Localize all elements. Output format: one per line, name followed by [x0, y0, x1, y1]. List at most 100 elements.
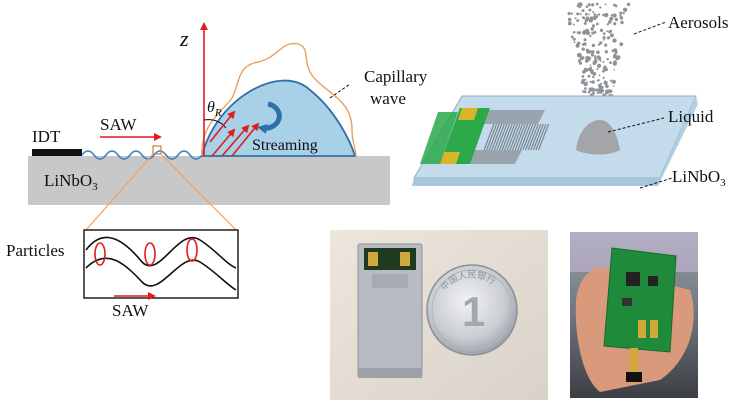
aerosol-droplet [591, 3, 595, 7]
aerosol-droplet [583, 38, 587, 42]
aerosol-droplet [606, 58, 609, 61]
aerosol-droplet [603, 65, 607, 69]
electrode-pad-gold [440, 152, 460, 164]
coin-rim [431, 269, 513, 351]
idt-finger [506, 123, 518, 151]
saw-schematic: z Capillary wave θR IDT SAW Streaming Li… [28, 22, 428, 205]
aerosol-droplet [588, 20, 592, 23]
aerosol-droplet [604, 50, 608, 54]
aerosol-droplet [622, 12, 625, 15]
aerosol-droplet [591, 80, 595, 84]
chip-front-edge [412, 178, 660, 186]
aerosol-droplet [567, 11, 571, 16]
aerosol-droplet [592, 73, 595, 76]
aerosol-droplet [593, 13, 597, 16]
coin-numeral: 1 [462, 288, 485, 335]
aerosol-droplet [613, 69, 615, 71]
aerosol-droplet [591, 29, 593, 31]
aerosol-droplet [619, 42, 624, 47]
photo-chip-and-coin: 1 中国人民银行 [330, 230, 548, 400]
chip-photo-edge [358, 368, 422, 378]
particles-inset: Particles SAW [6, 153, 239, 320]
aerosol-droplet [592, 61, 597, 65]
substrate-3d-label: LiNbO3 [672, 167, 726, 189]
idt-label: IDT [32, 127, 61, 146]
aerosol-droplet [567, 17, 572, 22]
device-3d: Aerosols Liquid LiNbO3 [412, 2, 728, 189]
chip-photo-contact [400, 252, 410, 266]
idt-finger [509, 123, 521, 151]
aerosol-droplet [574, 17, 577, 20]
saw-label: SAW [100, 115, 137, 134]
aerosol-droplet [567, 21, 572, 26]
aerosol-droplet [599, 59, 602, 62]
idt-finger [519, 123, 531, 151]
aerosol-droplet [583, 29, 586, 33]
aerosol-droplet [619, 11, 623, 15]
aerosol-droplet [612, 38, 617, 43]
aerosol-droplet [584, 59, 589, 63]
capillary-wave-label-2: wave [370, 89, 406, 108]
aerosol-droplet [578, 59, 581, 61]
aerosol-droplet [589, 34, 592, 38]
aerosol-droplet [594, 57, 597, 60]
aerosol-droplet [606, 23, 609, 26]
substrate-label: LiNbO3 [44, 171, 98, 193]
aerosol-droplet [597, 57, 602, 61]
idt-finger [535, 123, 547, 151]
aerosol-droplet [608, 30, 612, 34]
aerosol-droplet [613, 22, 617, 26]
pcb-chip [622, 298, 632, 306]
idt-bus-bar [480, 110, 545, 124]
idt-finger [504, 123, 516, 151]
inset-frame [83, 229, 239, 299]
aerosol-droplet [602, 61, 605, 64]
aerosol-droplet [598, 13, 601, 16]
aerosol-droplet [587, 74, 591, 78]
pcb-contact [638, 320, 646, 338]
aerosol-droplet [576, 41, 581, 46]
idt-fingers [483, 123, 550, 151]
aerosol-droplet [583, 87, 587, 90]
aerosol-droplet [594, 55, 597, 58]
aerosol-droplet [590, 53, 595, 57]
aerosol-droplet [602, 76, 605, 79]
aerosol-droplet [588, 13, 590, 16]
aerosol-droplet [590, 50, 595, 54]
aerosol-droplet [609, 79, 613, 82]
pcb-pin [630, 348, 638, 378]
aerosol-droplet [596, 91, 599, 95]
aerosol-droplet [596, 22, 599, 26]
aerosol-droplet [604, 12, 609, 18]
aerosol-droplet [608, 89, 613, 93]
electrode-pad-green [420, 112, 458, 164]
electrode-pad-gold [458, 108, 478, 120]
idt-finger [527, 123, 539, 151]
aerosol-droplet [592, 91, 595, 94]
aerosol-droplet [584, 90, 587, 93]
aerosol-droplet [613, 48, 618, 52]
aerosol-droplet [599, 6, 602, 9]
aerosol-droplet [576, 19, 579, 23]
idt-finger [491, 123, 503, 151]
aerosol-droplet [597, 63, 602, 68]
aerosol-droplet [619, 14, 622, 17]
aerosol-droplet [603, 32, 606, 35]
idt-finger [514, 123, 526, 151]
streaming-arrow-icon [257, 101, 282, 134]
aerosol-droplet [588, 69, 591, 72]
aerosol-droplet [591, 31, 595, 35]
aerosol-droplet [598, 83, 602, 88]
particles-label: Particles [6, 241, 65, 260]
aerosol-droplet [609, 61, 612, 64]
aerosols-callout-line [633, 21, 667, 35]
aerosol-droplet [602, 36, 606, 40]
idt-finger [499, 123, 511, 151]
aerosol-droplet [585, 48, 589, 52]
aerosol-droplet [606, 30, 609, 33]
chip-right-edge [658, 96, 698, 186]
aerosol-droplet [609, 16, 614, 21]
aerosol-droplet [596, 13, 599, 16]
aerosol-droplet [596, 50, 600, 54]
